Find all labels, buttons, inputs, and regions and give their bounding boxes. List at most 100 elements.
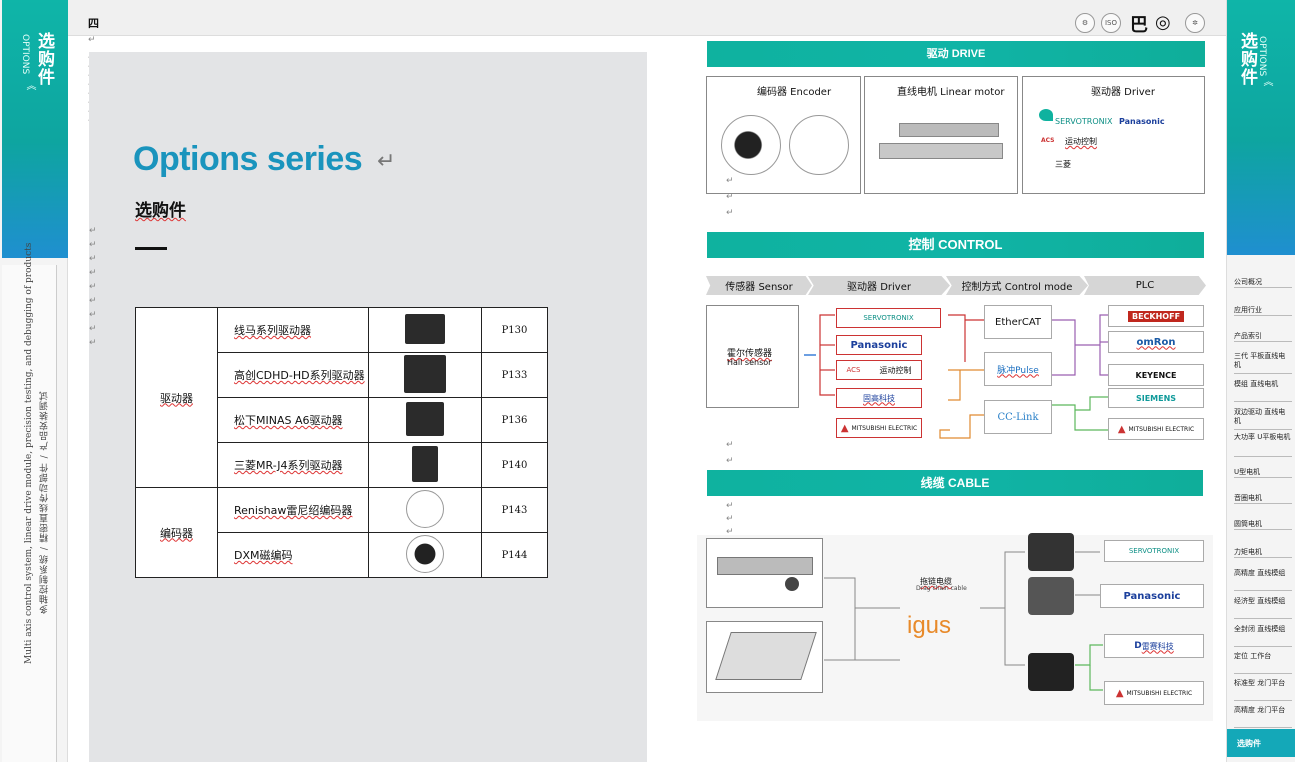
ring-icon[interactable]: ◎ — [1155, 12, 1171, 33]
right-rail-arrows-icon: 《 — [1261, 76, 1272, 86]
nav-product-index[interactable]: 产品索引 — [1234, 332, 1292, 342]
page-subtitle: 选购件 — [135, 201, 186, 221]
nav-positioning-stage[interactable]: 定位 工作台 — [1234, 652, 1292, 674]
encoder-image-2 — [789, 115, 849, 175]
nav-economy-module[interactable]: 经济型 直线模组 — [1234, 597, 1292, 619]
nav-industries[interactable]: 应用行业 — [1234, 306, 1292, 316]
nav-torque[interactable]: 力矩电机 — [1234, 548, 1292, 558]
plc-siemens[interactable]: SIEMENS — [1108, 388, 1204, 408]
page-ref-cell[interactable]: P136 — [481, 397, 548, 443]
driver-box: 驱动器 Driver SERVOTRONIX Panasonic ACS 运动控… — [1022, 76, 1205, 194]
nav-tubular[interactable]: 圆筒电机 — [1234, 520, 1292, 530]
toolbar-left-mark: 四 — [88, 17, 99, 30]
nav-u-motor[interactable]: U型电机 — [1234, 468, 1292, 478]
page-ref-cell[interactable]: P144 — [481, 532, 548, 578]
cable-module-image-1 — [706, 538, 823, 608]
cable-module-image-2 — [706, 621, 823, 693]
driver-image — [412, 445, 438, 482]
acs-text: 运动控制 — [1065, 137, 1097, 146]
driver-image — [406, 401, 444, 436]
page-ref-cell[interactable]: P133 — [481, 352, 548, 398]
cable-connectors — [824, 551, 1103, 691]
mitsubishi-logo-icon: ▲ — [1115, 687, 1124, 699]
drag-cable-en: Drag chain cable — [916, 585, 967, 592]
page-ref-cell[interactable]: P143 — [481, 487, 548, 533]
gear-badge-icon[interactable]: ⚙ — [1075, 13, 1095, 33]
nav-high-precision-module[interactable]: 高精度 直线模组 — [1234, 569, 1292, 591]
nav-dual-drive[interactable]: 双边驱动 直线电机 — [1234, 408, 1292, 430]
product-name-cell[interactable]: 高创CDHD-HD系列驱动器 — [217, 352, 369, 398]
driver-servotronix[interactable]: SERVOTRONIX — [836, 308, 941, 328]
right-rail-tab-subtitle: OPTIONS — [1257, 36, 1267, 77]
nav-options-active[interactable]: 选购件 — [1227, 729, 1295, 757]
left-rail-panel — [2, 265, 57, 762]
driver-image — [404, 354, 446, 393]
driver-mitsubishi[interactable]: ▲MITSUBISHI ELECTRIC — [836, 418, 922, 438]
nav-precision-gantry[interactable]: 高精度 龙门平台 — [1234, 706, 1292, 728]
ba-glyph-icon[interactable]: 巴 — [1130, 15, 1148, 36]
encoder-image-1 — [721, 115, 781, 175]
hall-sensor-en: Hall sensor — [727, 358, 772, 367]
linear-motor-label: 直线电机 Linear motor — [897, 87, 1005, 98]
left-rail-tab[interactable]: 选购件 OPTIONS 《 — [2, 0, 68, 258]
product-name-cell[interactable]: Renishaw雷尼绍编码器 — [217, 487, 369, 533]
cable-brand-servotronix[interactable]: SERVOTRONIX — [1104, 540, 1204, 562]
cable-brand-panasonic[interactable]: Panasonic — [1100, 584, 1204, 608]
nav-company[interactable]: 公司概况 — [1234, 278, 1292, 288]
leadshine-logo-icon: D — [1134, 641, 1142, 651]
drive-section-bar: 驱动 DRIVE — [707, 41, 1205, 67]
iso-badge-icon[interactable]: ISO — [1101, 13, 1121, 33]
mode-ethercat[interactable]: EtherCAT — [984, 305, 1052, 339]
product-image-cell — [368, 352, 482, 398]
driver-image — [405, 313, 445, 344]
product-name-cell[interactable]: 松下MINAS A6驱动器 — [217, 397, 369, 443]
left-rail-vertical-cn: 多轴控制系统 / 精密直线传动部件 / 产品安装调试 — [40, 390, 50, 614]
left-rail-arrows-icon: 《 — [24, 80, 35, 90]
drag-cable-cn: 拖链电缆 — [920, 577, 952, 586]
connector-image-2 — [1028, 577, 1074, 615]
hall-sensor-box: 霍尔传感器 Hall sensor — [706, 305, 799, 408]
product-image-cell — [368, 487, 482, 533]
nav-flat-linear-motor[interactable]: 三代 平板直线电机 — [1234, 352, 1292, 374]
product-image-cell — [368, 532, 482, 578]
control-connectors — [804, 314, 1108, 439]
mitsubishi-logo-icon: ▲ — [840, 422, 849, 434]
table-row: 驱动器 线马系列驱动器 P130 — [135, 307, 548, 488]
cable-section-bar: 线缆 CABLE — [707, 470, 1203, 496]
driver-googol[interactable]: 固高科技 — [836, 388, 922, 408]
settings-badge-icon[interactable]: ✲ — [1185, 13, 1205, 33]
driver-panasonic[interactable]: Panasonic — [836, 335, 922, 355]
product-image-cell — [368, 442, 482, 488]
connector-image-3 — [1028, 653, 1074, 691]
nav-module-linear-motor[interactable]: 模组 直线电机 — [1234, 380, 1292, 402]
nav-enclosed-module[interactable]: 全封闭 直线模组 — [1234, 625, 1292, 647]
nav-voice-coil[interactable]: 音圈电机 — [1234, 494, 1292, 504]
product-name-cell[interactable]: 线马系列驱动器 — [217, 307, 369, 353]
nav-standard-gantry[interactable]: 标准型 龙门平台 — [1234, 679, 1292, 701]
encoder-image — [406, 489, 444, 528]
driver-label: 驱动器 Driver — [1091, 87, 1155, 98]
connector-image-1 — [1028, 533, 1074, 571]
product-name-cell[interactable]: DXM磁编码 — [217, 532, 369, 578]
nav-high-power[interactable]: 大功率 U平板电机 — [1234, 433, 1292, 457]
product-name-cell[interactable]: 三菱MR-J4系列驱动器 — [217, 442, 369, 488]
plc-mitsubishi[interactable]: ▲MITSUBISHI ELECTRIC — [1108, 418, 1204, 440]
plc-keyence[interactable]: KEYENCE — [1108, 364, 1204, 386]
plc-omron[interactable]: omRon — [1108, 331, 1204, 353]
mitsubishi-text: 三菱 — [1055, 160, 1071, 169]
linear-motor-image-1 — [899, 123, 999, 137]
cable-brand-mitsubishi[interactable]: ▲MITSUBISHI ELECTRIC — [1104, 681, 1204, 705]
mode-pulse[interactable]: 脉冲Pulse — [984, 352, 1052, 386]
encoder-box: 编码器 Encoder — [706, 76, 861, 194]
page-title: Options series — [133, 140, 363, 178]
plc-beckhoff[interactable]: BECKHOFF — [1108, 305, 1204, 327]
mode-cc-link[interactable]: CC-Link — [984, 400, 1052, 434]
left-page: Options series ↵ 选购件 ↵↵↵↵↵↵↵↵↵ 驱动器 线马系列驱… — [89, 52, 647, 762]
right-rail-tab-title: 选购件 — [1237, 32, 1257, 86]
page-ref-cell[interactable]: P130 — [481, 307, 548, 353]
page-ref-cell[interactable]: P140 — [481, 442, 548, 488]
linear-motor-box: 直线电机 Linear motor — [864, 76, 1018, 194]
right-rail-tab[interactable]: 选购件 OPTIONS 《 — [1227, 0, 1295, 255]
